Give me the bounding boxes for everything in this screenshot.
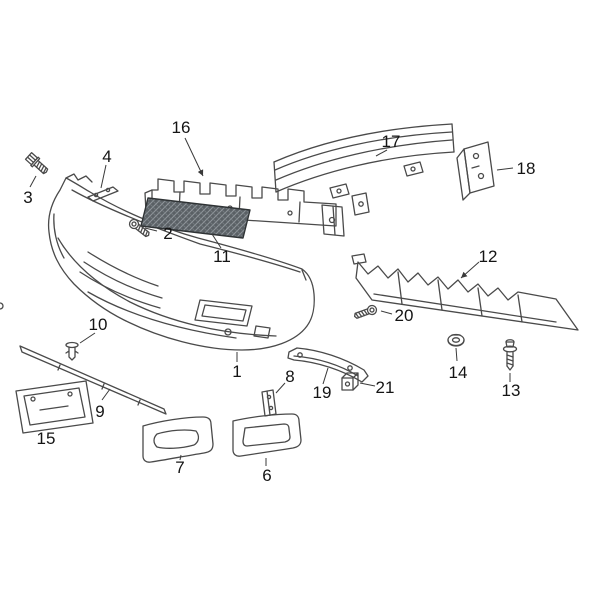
- part-6-fog-lamp-bezel-right: [232, 413, 302, 457]
- callout-label-7: 7: [175, 458, 184, 477]
- diagram-artwork: [0, 123, 579, 463]
- leader-lines: [29, 137, 514, 466]
- callout-label-10: 10: [89, 315, 108, 334]
- part-11-grille-mesh: [140, 197, 251, 239]
- callout-label-17: 17: [382, 132, 401, 151]
- callout-label-15: 15: [37, 429, 56, 448]
- callout-label-18: 18: [517, 159, 536, 178]
- part-9-molding-strip: [19, 345, 167, 415]
- part-3-bolt: [24, 151, 49, 175]
- leader-8: [275, 382, 286, 394]
- callout-label-2: 2: [163, 224, 172, 243]
- part-21-clip: [341, 372, 359, 391]
- leader-16: [184, 137, 204, 177]
- callout-label-6: 6: [262, 466, 271, 485]
- leader-12: [460, 261, 480, 279]
- part-4-bracket: [87, 186, 119, 202]
- leader-18: [496, 167, 514, 171]
- callout-label-16: 16: [172, 118, 191, 137]
- part-2-screw: [128, 218, 150, 238]
- callout-label-13: 13: [502, 381, 521, 400]
- callout-label-21: 21: [376, 378, 395, 397]
- callout-label-3: 3: [23, 188, 32, 207]
- leader-20: [380, 310, 393, 315]
- leader-10: [79, 332, 96, 344]
- leader-9: [101, 388, 111, 401]
- callout-label-9: 9: [95, 402, 104, 421]
- callout-label-1: 1: [232, 362, 241, 381]
- leader-17: [375, 149, 388, 157]
- leader-2: [144, 227, 158, 232]
- part-15-license-plate-bracket: [15, 380, 94, 434]
- callout-label-8: 8: [285, 367, 294, 386]
- part-20-screw: [353, 304, 378, 319]
- part-19-support-bracket: [287, 347, 369, 383]
- leader-4: [100, 164, 107, 189]
- leader-19: [322, 367, 329, 385]
- callout-label-19: 19: [313, 383, 332, 402]
- part-13-screw: [502, 339, 518, 371]
- callout-label-20: 20: [395, 306, 414, 325]
- callout-labels: 1 2 3 4 6 7 8 9 10 11 12 13 14 15 16 17 …: [23, 118, 535, 485]
- leader-3: [29, 175, 37, 188]
- part-14-grommet: [447, 333, 465, 347]
- leader-14: [455, 347, 458, 362]
- part-12-lower-deflector: [351, 253, 579, 331]
- part-10-clip: [65, 341, 79, 361]
- part-17-impact-bar: [273, 123, 455, 216]
- leader-7: [179, 454, 182, 461]
- callout-label-4: 4: [102, 147, 111, 166]
- leader-21: [359, 382, 376, 387]
- part-7-fog-lamp-bezel-left: [142, 416, 214, 463]
- leader-11: [211, 233, 222, 249]
- part-18-mount-bracket: [456, 141, 495, 201]
- part-8-side-bracket: [261, 389, 277, 417]
- callout-label-11: 11: [213, 247, 231, 266]
- callout-label-14: 14: [449, 363, 468, 382]
- callout-label-12: 12: [479, 247, 498, 266]
